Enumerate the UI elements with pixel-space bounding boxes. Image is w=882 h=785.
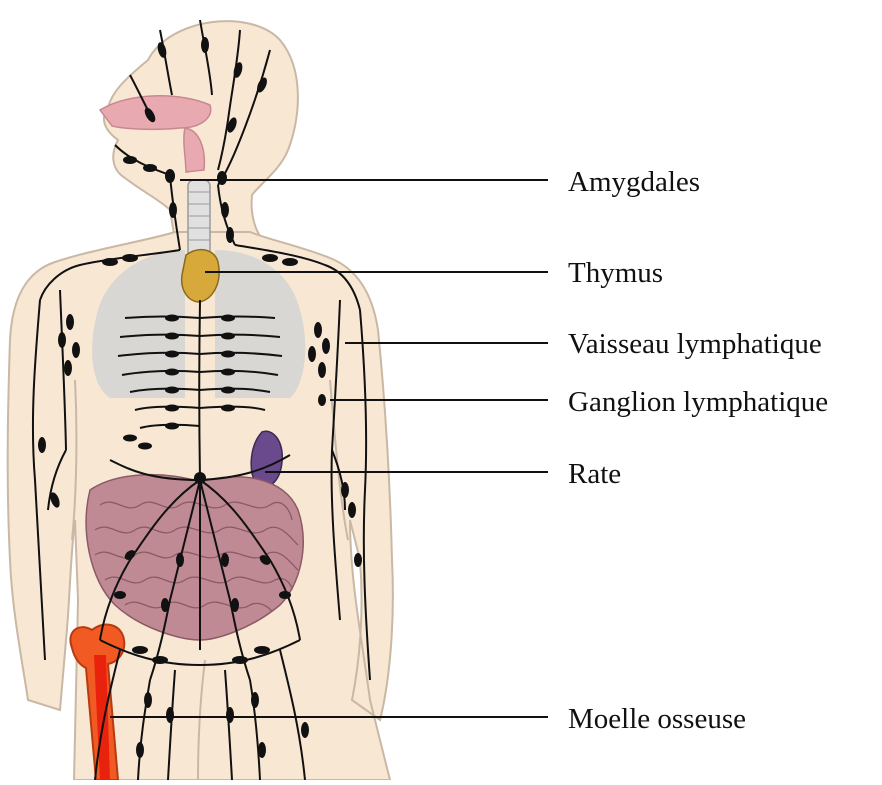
label-spleen: Rate [568,458,621,490]
lymph-node [165,369,179,376]
lymph-node [226,227,234,243]
lymph-node [143,164,157,172]
lymph-node [64,360,72,376]
lymph-node [301,722,309,738]
lymph-node [341,482,349,498]
lymph-node [166,707,174,723]
lymph-node [251,692,259,708]
lymph-node [144,692,152,708]
lymph-node [201,37,209,53]
label-bone-marrow: Moelle osseuse [568,703,746,735]
lymph-node [66,314,74,330]
lymph-node [232,656,248,664]
label-lymph-node: Ganglion lymphatique [568,386,828,418]
lymph-node [102,258,118,266]
lymph-node [165,315,179,322]
lymph-node [165,333,179,340]
lymph-node [132,646,148,654]
lymph-node [194,472,206,484]
lymph-node [254,646,270,654]
lymph-node [221,202,229,218]
lymph-node [136,742,144,758]
label-thymus: Thymus [568,257,663,289]
lymph-node [314,322,322,338]
trachea [188,180,210,260]
lymph-node [165,351,179,358]
lymph-node [114,591,126,599]
lymph-node [72,342,80,358]
lymph-node [308,346,316,362]
lymph-node [258,742,266,758]
lymph-node [165,169,175,183]
lymph-node [221,369,235,376]
lymph-node [217,171,227,185]
lymph-node [231,598,239,612]
lymph-node [138,443,152,450]
lymph-node [221,553,229,567]
lymph-node [58,332,66,348]
label-lymph-vessel: Vaisseau lymphatique [568,328,822,360]
lymph-node [282,258,298,266]
lymph-node [123,435,137,442]
lymph-node [262,254,278,262]
lymph-node [152,656,168,664]
lymph-node [322,338,330,354]
lymph-node [318,362,326,378]
lymph-node [221,387,235,394]
lymph-node [165,405,179,412]
lymph-node [165,387,179,394]
lymph-node [354,553,362,567]
lymph-node [279,591,291,599]
labels: Amygdales Thymus Vaisseau lymphatique Ga… [568,166,828,735]
lymph-node [221,351,235,358]
lymph-node [169,202,177,218]
lymph-node [221,315,235,322]
lymph-node [226,707,234,723]
lymph-node [348,502,356,518]
lymph-node [123,156,137,164]
lymph-node [318,394,326,406]
lymph-node [161,598,169,612]
lymph-node [38,437,46,453]
lymph-node [165,423,179,430]
lymph-node [221,333,235,340]
lymph-node [221,405,235,412]
lymph-node [176,553,184,567]
lymph-node [122,254,138,262]
label-tonsils: Amygdales [568,166,700,198]
